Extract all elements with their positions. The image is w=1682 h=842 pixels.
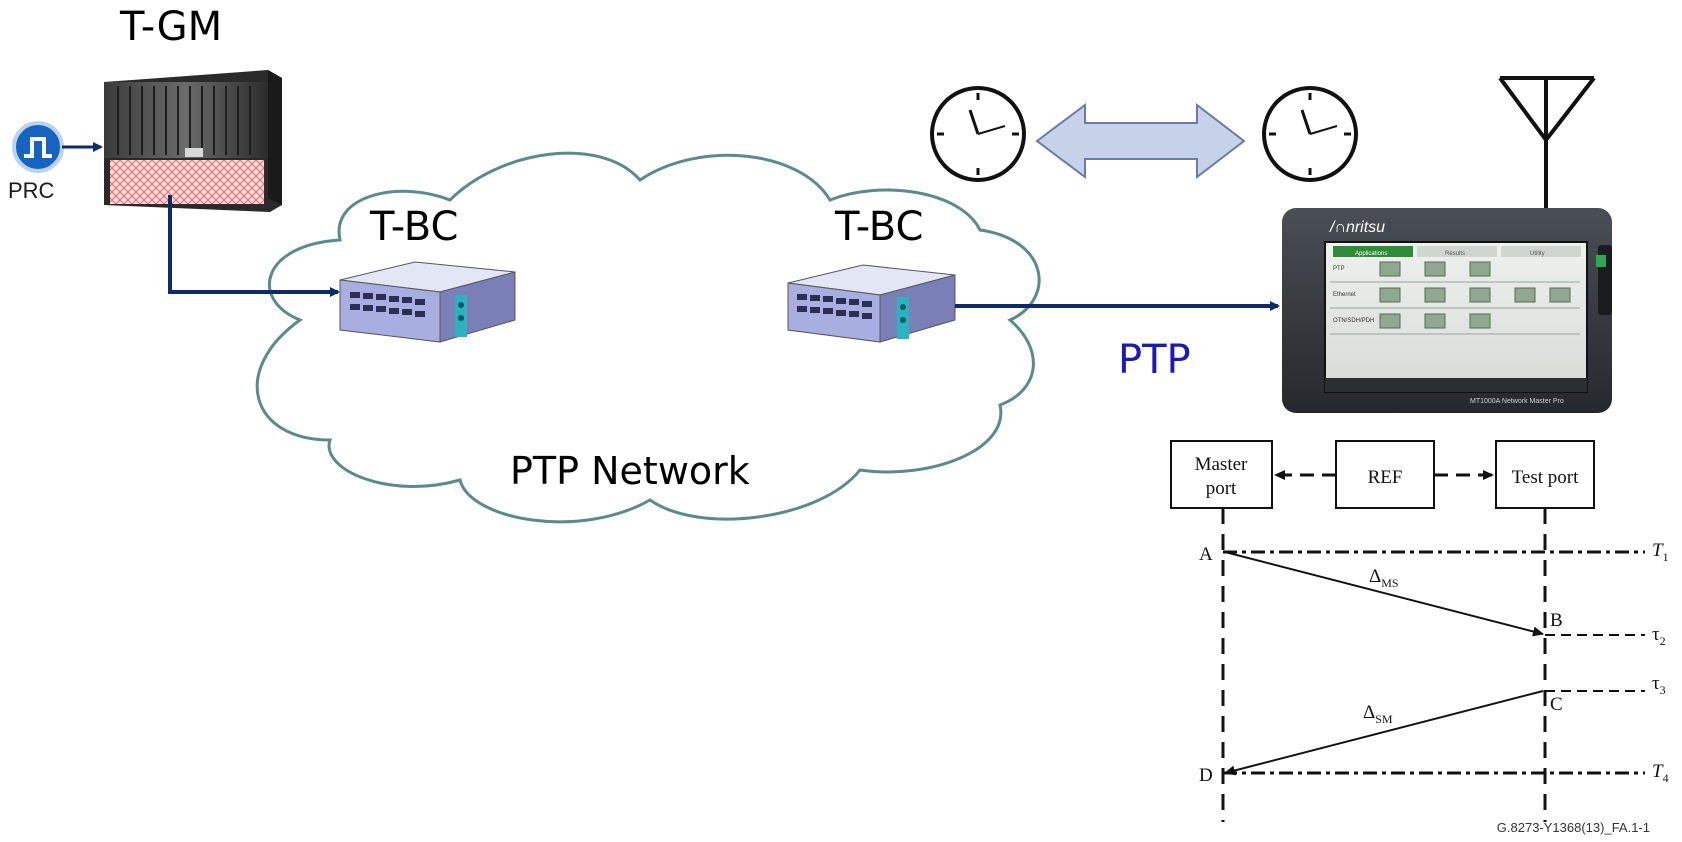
point-a-label: A (1199, 544, 1213, 565)
gm-to-bc1-link (168, 195, 340, 297)
clock-icon (1262, 86, 1358, 182)
antenna-icon (1498, 76, 1596, 210)
master-port-label-line1: Master (1195, 454, 1248, 475)
master-port-box (1170, 440, 1273, 509)
tester-brand-label: /∩nritsu (1329, 219, 1385, 236)
tester-row-ethernet: Ethernet (1333, 292, 1356, 298)
ptp-network-cloud (255, 151, 1041, 524)
tau3-label: τ3 (1652, 673, 1666, 697)
sync-message-arrow (1224, 551, 1544, 637)
test-port-box (1495, 440, 1595, 509)
prc-label: PRC (8, 178, 55, 203)
boundary-clock-1-switch (339, 261, 516, 343)
t1-label: T1 (1652, 540, 1669, 564)
ptp-link-label: PTP (1118, 337, 1191, 383)
figure-id-label: G.8273-Y1368(13)_FA.1-1 (1497, 820, 1650, 835)
tester-model-label: MT1000A Network Master Pro (1470, 398, 1564, 405)
tester-row-otn: OTN/SDH/PDH (1333, 318, 1374, 324)
pulse-icon (12, 121, 64, 173)
t4-label: T4 (1652, 761, 1669, 785)
tau2-label: τ2 (1652, 624, 1666, 648)
grandmaster-label: T-GM (119, 4, 222, 50)
ref-label: REF (1368, 467, 1403, 488)
test-port-label: Test port (1512, 467, 1579, 488)
boundary-clock-2-switch (787, 264, 956, 343)
delay-req-arrow (1224, 690, 1544, 776)
timing-diagram: Master port REF Test port A B C D ΔMS ΔS… (1170, 440, 1669, 835)
clock-icon (930, 86, 1026, 182)
point-d-label: D (1199, 765, 1213, 786)
tester-tab-utility: Utility (1530, 251, 1545, 257)
tester-tab-results: Results (1445, 251, 1465, 257)
network-tester-device: /∩nritsu Applications Results Utility PT… (1282, 208, 1612, 413)
delta-sm-label: ΔSM (1363, 702, 1393, 726)
prc-source: PRC (8, 121, 64, 203)
grandmaster-rack (104, 70, 282, 212)
cloud-label: PTP Network (510, 449, 750, 493)
sync-double-arrow (1035, 102, 1246, 180)
tester-screen (1324, 241, 1588, 393)
master-port-label-line2: port (1206, 478, 1237, 499)
tester-row-ptp: PTP (1333, 266, 1345, 272)
point-b-label: B (1550, 610, 1563, 631)
delta-ms-label: ΔMS (1369, 566, 1399, 590)
point-c-label: C (1550, 694, 1563, 715)
boundary-clock-1-label: T-BC (369, 204, 458, 250)
boundary-clock-2-label: T-BC (834, 204, 923, 250)
tester-tab-applications: Applications (1355, 251, 1387, 257)
